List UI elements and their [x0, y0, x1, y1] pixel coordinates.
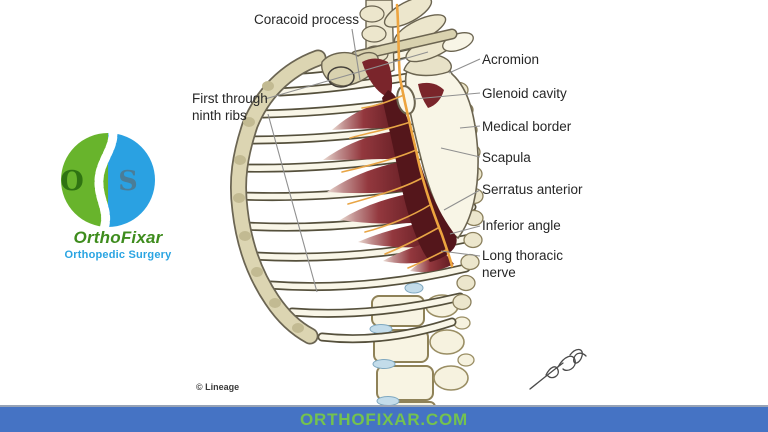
logo-letter-o: O: [60, 166, 84, 197]
spine-icon: [94, 120, 118, 238]
costal-cartilage-chain: [230, 49, 327, 345]
site-url-text: ORTHOFIXAR.COM: [300, 409, 468, 429]
label-coracoid-process: Coracoid process: [254, 12, 360, 27]
logo-blue-half: [108, 133, 155, 227]
label-medial-border: Medical border: [482, 119, 572, 134]
logo-brand-text: OrthoFixar: [73, 228, 163, 247]
logo-mark: O S: [60, 120, 155, 238]
label-first-ninth-ribs: First through ninth ribs: [192, 91, 268, 123]
label-glenoid-cavity: Glenoid cavity: [482, 86, 567, 101]
label-long-thoracic-nerve: Long thoracic nerve: [482, 248, 564, 280]
label-scapula: Scapula: [482, 150, 531, 165]
artist-signature: [529, 348, 587, 390]
label-serratus-anterior: Serratus anterior: [482, 182, 583, 197]
site-banner: ORTHOFIXAR.COM: [0, 405, 768, 432]
coracoid-marker: [327, 66, 355, 88]
logo-green-half: [61, 133, 108, 227]
logo-subtitle-text: Orthopedic Surgery: [64, 249, 172, 261]
long-thoracic-nerve-lines: [341, 3, 454, 269]
logo-letter-s: S: [118, 166, 138, 197]
leader-lines: [264, 28, 481, 293]
label-acromion: Acromion: [482, 52, 540, 67]
glenoid-cavity-bone: [396, 85, 416, 115]
orthofixar-logo: O S OrthoFixar Orthopedic Surgery: [30, 120, 206, 270]
copyright-note: © Lineage: [196, 382, 240, 392]
label-inferior-angle: Inferior angle: [482, 218, 561, 233]
